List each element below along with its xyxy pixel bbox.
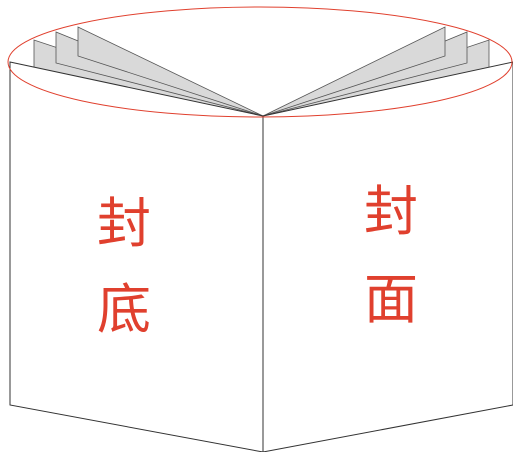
front-cover-label-line2: 面: [364, 268, 418, 331]
right-page-stack: [262, 26, 490, 117]
back-cover-panel: [9, 61, 264, 452]
front-cover-panel: [262, 61, 513, 452]
right-page-3: [262, 26, 446, 117]
left-page-stack: [33, 26, 264, 117]
front-cover-label-line1: 封: [364, 180, 418, 243]
left-page-3: [77, 26, 264, 117]
back-cover-label-line2: 底: [97, 278, 151, 341]
top-opening-ellipse: [7, 6, 513, 118]
back-cover-label-line1: 封: [97, 192, 151, 255]
